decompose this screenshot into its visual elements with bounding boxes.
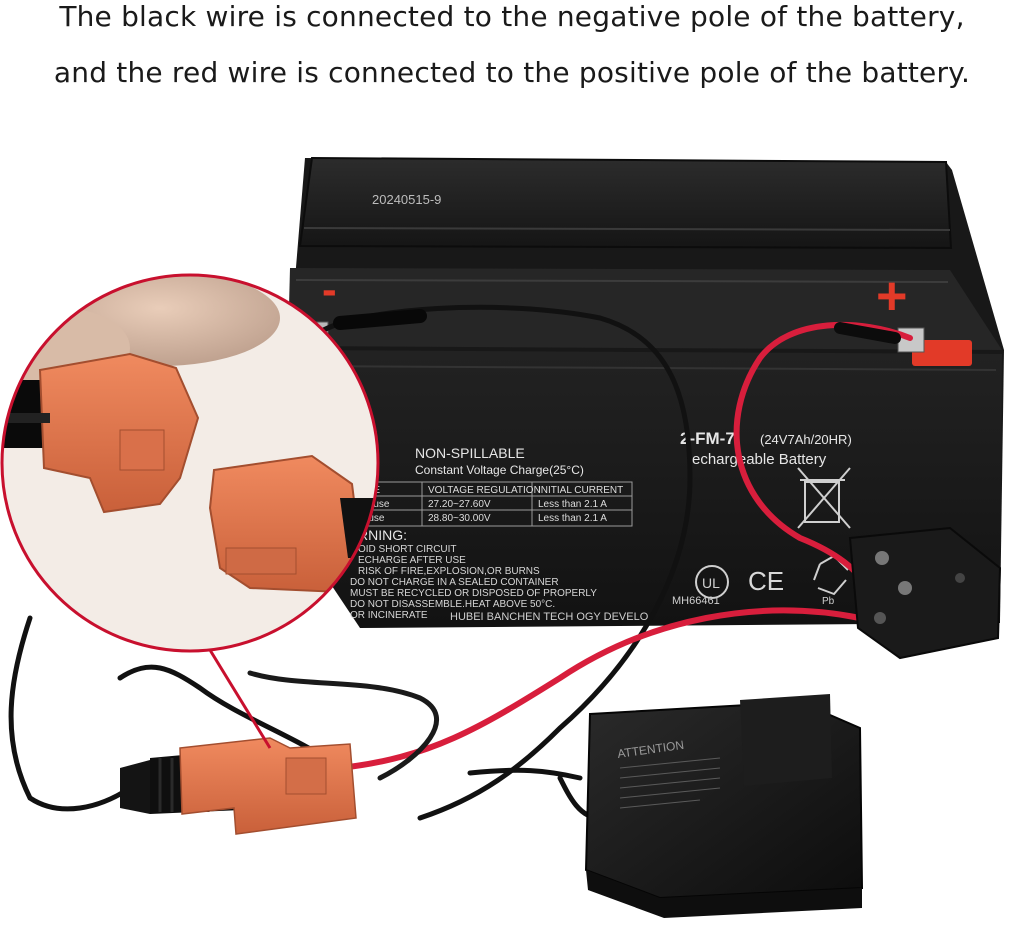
wall-charger: ATTENTION xyxy=(584,694,864,918)
warning-line: OID SHORT CIRCUIT xyxy=(358,544,457,555)
table-cell: by use xyxy=(360,499,390,510)
minus-symbol: - xyxy=(322,265,337,314)
warning-line: DO NOT DISASSEMBLE.HEAT ABOVE 50°C. xyxy=(350,599,555,610)
table-cell: e use xyxy=(360,513,385,524)
battery-date-code: 20240515-9 xyxy=(372,192,441,207)
warning-line: ECHARGE AFTER USE xyxy=(358,555,466,566)
plus-symbol: + xyxy=(876,266,908,326)
non-spillable-label: NON-SPILLABLE xyxy=(415,445,525,461)
table-header-voltage: VOLTAGE REGULATION xyxy=(428,485,541,496)
table-cell: 28.80~30.00V xyxy=(428,513,491,524)
charge-port-block xyxy=(848,526,1002,660)
orange-connector-bottom xyxy=(120,737,357,835)
callout-zoom-circle xyxy=(0,273,380,653)
table-header-current: INITIAL CURRENT xyxy=(538,485,623,496)
warning-title: RNING: xyxy=(358,527,407,543)
caption-line-1: The black wire is connected to the negat… xyxy=(59,0,965,33)
warning-line: RISK OF FIRE,EXPLOSION,OR BURNS xyxy=(358,566,540,577)
table-cell: Less than 2.1 A xyxy=(538,499,607,510)
caption-line-2: and the red wire is connected to the pos… xyxy=(53,56,971,89)
warning-line: MUST BE RECYCLED OR DISPOSED OF PROPERLY xyxy=(350,588,597,599)
manufacturer: HUBEI BANCHEN TECH OGY DEVELO xyxy=(450,611,649,623)
table-cell: 27.20~27.60V xyxy=(428,499,491,510)
svg-text:UL: UL xyxy=(702,575,720,591)
warning-line: DO NOT CHARGE IN A SEALED CONTAINER xyxy=(350,577,559,588)
product-photo: 20240515-9 - + B ® EN NON-SPILLABLE Cons… xyxy=(0,118,1024,936)
battery-model: 2-FM-7 xyxy=(680,429,735,448)
caption: The black wire is connected to the negat… xyxy=(0,0,1024,100)
battery: 20240515-9 - + B ® EN NON-SPILLABLE Cons… xyxy=(288,156,1004,628)
battery-rating: (24V7Ah/20HR) xyxy=(760,432,852,447)
mh-code: MH66461 xyxy=(672,595,720,607)
recycle-bin-icon xyxy=(797,467,851,529)
warning-line: OR INCINERATE xyxy=(350,610,428,621)
callout-connection-line xyxy=(208,649,272,749)
ul-mark-icon: UL xyxy=(695,565,729,599)
constant-charge-label: Constant Voltage Charge(25°C) xyxy=(415,463,584,477)
rechargeable-label: echargeable Battery xyxy=(692,451,827,468)
positive-terminal xyxy=(912,340,972,366)
pb-mark: Pb xyxy=(822,596,835,607)
ce-mark: CE xyxy=(748,566,784,596)
wires xyxy=(8,304,913,821)
table-cell: Less than 2.1 A xyxy=(538,513,607,524)
